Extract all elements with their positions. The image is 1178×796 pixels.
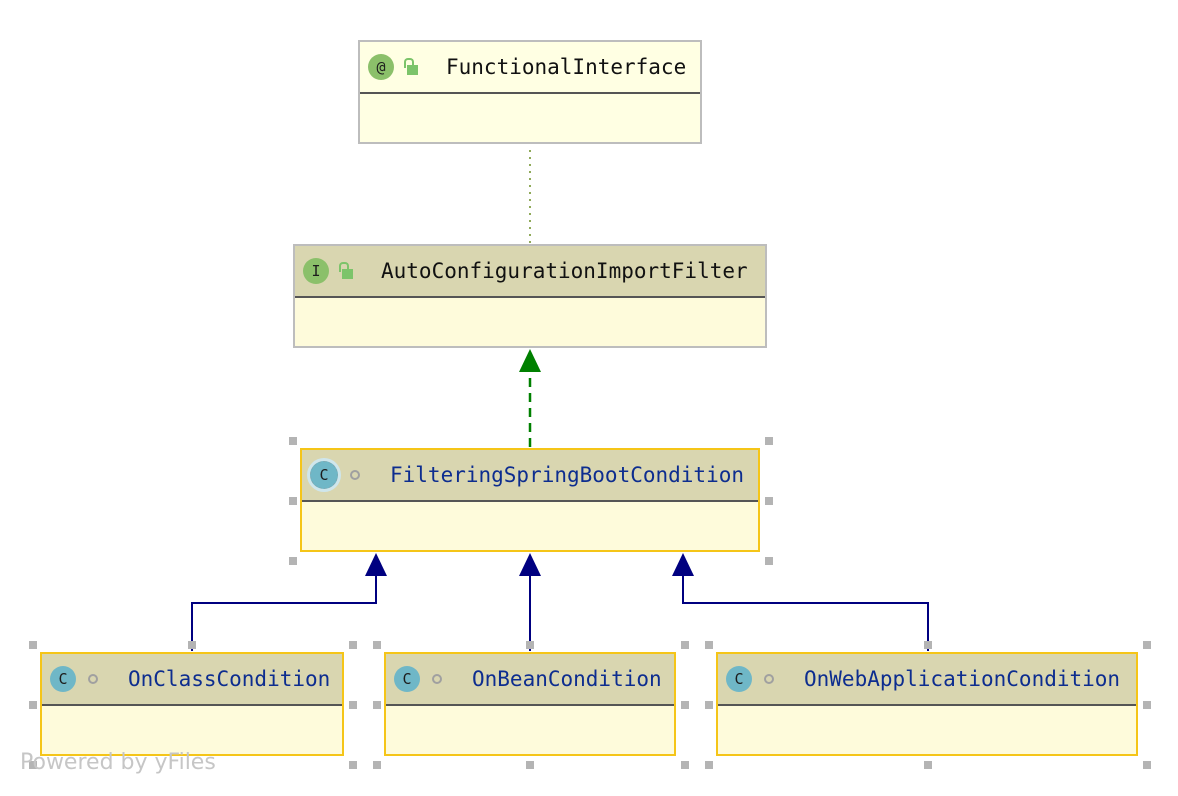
selection-handle[interactable] — [289, 437, 297, 445]
selection-handle[interactable] — [705, 701, 713, 709]
node-on-web-application-condition[interactable]: C OnWebApplicationCondition — [716, 652, 1138, 756]
node-header: C FilteringSpringBootCondition — [302, 450, 758, 502]
selection-handle[interactable] — [681, 641, 689, 649]
edge-extends-onclass — [191, 575, 377, 651]
node-label: FilteringSpringBootCondition — [390, 463, 745, 487]
selection-handle[interactable] — [705, 761, 713, 769]
selection-handle[interactable] — [1143, 701, 1151, 709]
selection-handle[interactable] — [289, 557, 297, 565]
selection-handle[interactable] — [1143, 761, 1151, 769]
watermark: Powered by yFiles — [20, 750, 216, 775]
package-private-icon — [86, 670, 102, 688]
node-label: OnBeanCondition — [472, 667, 662, 691]
edge-extends-onweb — [682, 575, 929, 651]
selection-handle[interactable] — [29, 701, 37, 709]
package-private-icon — [348, 466, 364, 484]
selection-handle[interactable] — [373, 761, 381, 769]
node-on-bean-condition[interactable]: C OnBeanCondition — [384, 652, 676, 756]
selection-handle[interactable] — [924, 761, 932, 769]
selection-handle[interactable] — [705, 641, 713, 649]
node-label: AutoConfigurationImportFilter — [381, 259, 748, 283]
extends-arrowhead-onweb — [672, 553, 694, 576]
node-on-class-condition[interactable]: C OnClassCondition — [40, 652, 344, 756]
node-label: FunctionalInterface — [446, 55, 687, 79]
node-header: @ FunctionalInterface — [360, 42, 700, 94]
selection-handle[interactable] — [526, 641, 534, 649]
node-label: OnWebApplicationCondition — [804, 667, 1121, 691]
selection-handle[interactable] — [349, 641, 357, 649]
selection-handle[interactable] — [29, 761, 37, 769]
public-lock-icon — [339, 262, 355, 280]
selection-handle[interactable] — [765, 497, 773, 505]
selection-handle[interactable] — [681, 761, 689, 769]
selection-handle[interactable] — [349, 761, 357, 769]
node-header: C OnBeanCondition — [386, 654, 674, 706]
class-icon: C — [50, 666, 76, 692]
node-filtering-spring-boot-condition[interactable]: C FilteringSpringBootCondition — [300, 448, 760, 552]
class-icon: C — [394, 666, 420, 692]
public-lock-icon — [404, 58, 420, 76]
selection-handle[interactable] — [526, 761, 534, 769]
implements-arrowhead — [519, 349, 541, 372]
interface-icon: I — [303, 258, 329, 284]
selection-handle[interactable] — [289, 497, 297, 505]
selection-handle[interactable] — [373, 701, 381, 709]
selection-handle[interactable] — [349, 701, 357, 709]
selection-handle[interactable] — [188, 641, 196, 649]
node-functional-interface[interactable]: @ FunctionalInterface — [358, 40, 702, 144]
selection-handle[interactable] — [373, 641, 381, 649]
selection-handle[interactable] — [765, 437, 773, 445]
extends-arrowhead-onbean — [519, 553, 541, 576]
selection-handle[interactable] — [681, 701, 689, 709]
node-header: C OnWebApplicationCondition — [718, 654, 1136, 706]
annotation-icon: @ — [368, 54, 394, 80]
extends-arrowhead-onclass — [365, 553, 387, 576]
abstract-class-icon: C — [310, 461, 338, 489]
package-private-icon — [762, 670, 778, 688]
selection-handle[interactable] — [924, 641, 932, 649]
node-label: OnClassCondition — [128, 667, 331, 691]
selection-handle[interactable] — [765, 557, 773, 565]
selection-handle[interactable] — [29, 641, 37, 649]
node-auto-configuration-import-filter[interactable]: I AutoConfigurationImportFilter — [293, 244, 767, 348]
node-header: I AutoConfigurationImportFilter — [295, 246, 765, 298]
selection-handle[interactable] — [1143, 641, 1151, 649]
package-private-icon — [430, 670, 446, 688]
node-header: C OnClassCondition — [42, 654, 342, 706]
class-icon: C — [726, 666, 752, 692]
